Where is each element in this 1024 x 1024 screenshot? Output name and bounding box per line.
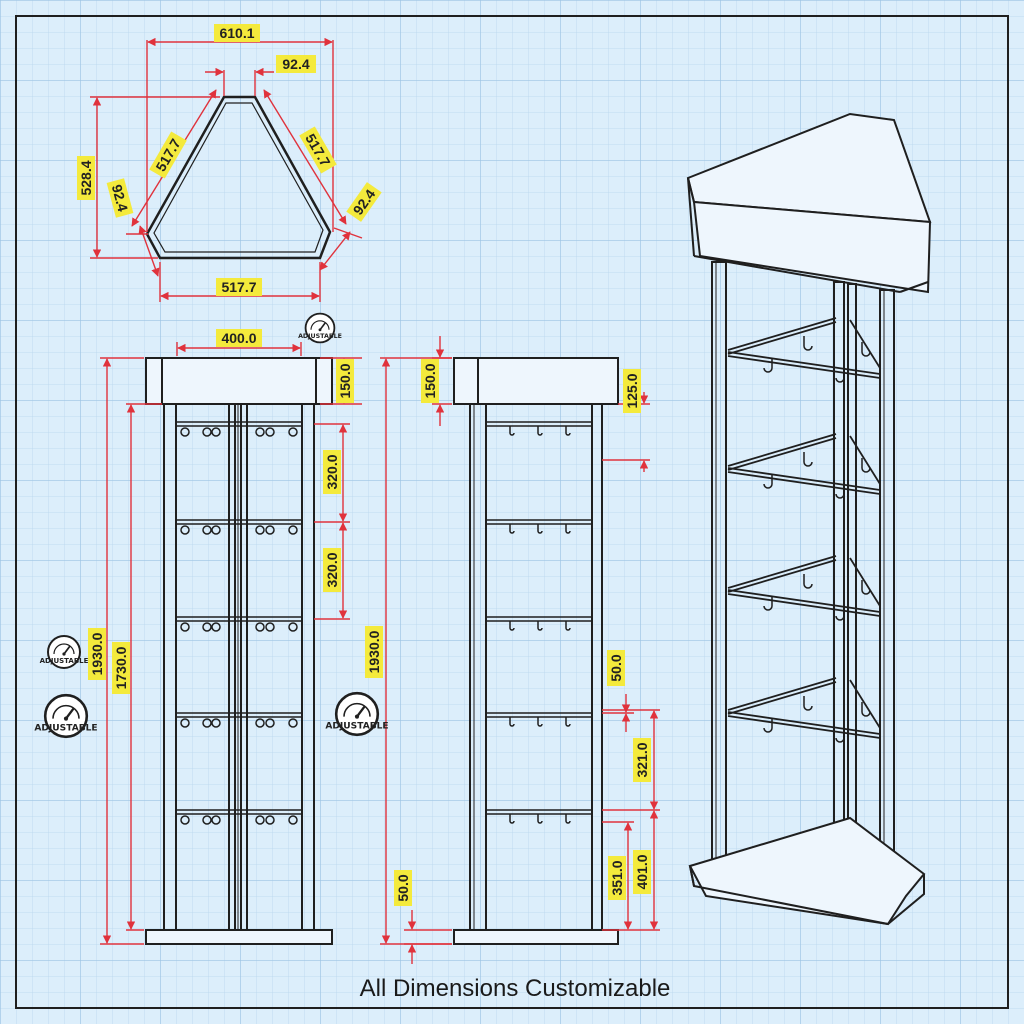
dim-side-overall-height: 1930.0 [366, 630, 382, 673]
dim-lower-spacing: 351.0 [609, 860, 625, 895]
adjustable-gauge-icon: ADJUSTABLE [34, 693, 98, 739]
top-view-dimension-lines [90, 37, 363, 302]
isometric-view-hooks [763, 336, 871, 743]
drawing-caption: All Dimensions Customizable [360, 975, 671, 1002]
side-elevation-drawing [453, 357, 619, 945]
side-elevation-dimension-lines [380, 336, 660, 964]
dim-overall-width: 610.1 [219, 25, 254, 41]
dim-base-height: 50.0 [395, 874, 411, 901]
adjustable-gauge-icon: ADJUSTABLE [40, 635, 89, 669]
drawing-border [15, 15, 1009, 1009]
adjustable-badge-label: ADJUSTABLE [34, 723, 97, 733]
isometric-view-drawing [686, 112, 932, 926]
front-elevation-dimension-labels: 400.0 150.0 320.0 320.0 1930.0 1730.0 [88, 329, 354, 694]
adjustable-badge-label: ADJUSTABLE [40, 657, 89, 665]
dim-bottom: 517.7 [221, 279, 256, 295]
dim-left-corner: 92.4 [109, 183, 132, 214]
side-elevation-hooks [509, 426, 571, 824]
dim-side-header-height: 150.0 [422, 363, 438, 398]
adjustable-gauge-icon: ADJUSTABLE [325, 691, 389, 737]
front-elevation-dimension-lines [100, 342, 362, 945]
isometric-view-shelves [727, 317, 881, 739]
dim-front-header-height: 150.0 [337, 363, 353, 398]
dim-depth: 528.4 [78, 160, 94, 195]
dim-side-shelf-spacing: 321.0 [634, 742, 650, 777]
dim-small-gap: 50.0 [608, 654, 624, 681]
dim-column-height: 1730.0 [113, 646, 129, 689]
front-elevation-drawing [145, 357, 333, 945]
dim-shelf-spacing-1: 320.0 [324, 454, 340, 489]
adjustable-badge-label: ADJUSTABLE [325, 721, 388, 731]
front-elevation-hooks [180, 427, 298, 825]
dim-front-overall-height: 1930.0 [89, 632, 105, 675]
side-elevation-dimension-labels: 150.0 125.0 1930.0 50.0 321.0 351.0 401.… [365, 359, 651, 906]
dim-shelf-spacing-2: 320.0 [324, 552, 340, 587]
adjustable-gauge-icon: ADJUSTABLE [298, 312, 342, 344]
adjustable-badge-label: ADJUSTABLE [298, 333, 342, 340]
dim-top-flat: 92.4 [282, 56, 309, 72]
dim-bottom-spacing: 401.0 [634, 854, 650, 889]
dim-top-offset: 125.0 [624, 373, 640, 408]
dim-header-width: 400.0 [221, 330, 256, 346]
